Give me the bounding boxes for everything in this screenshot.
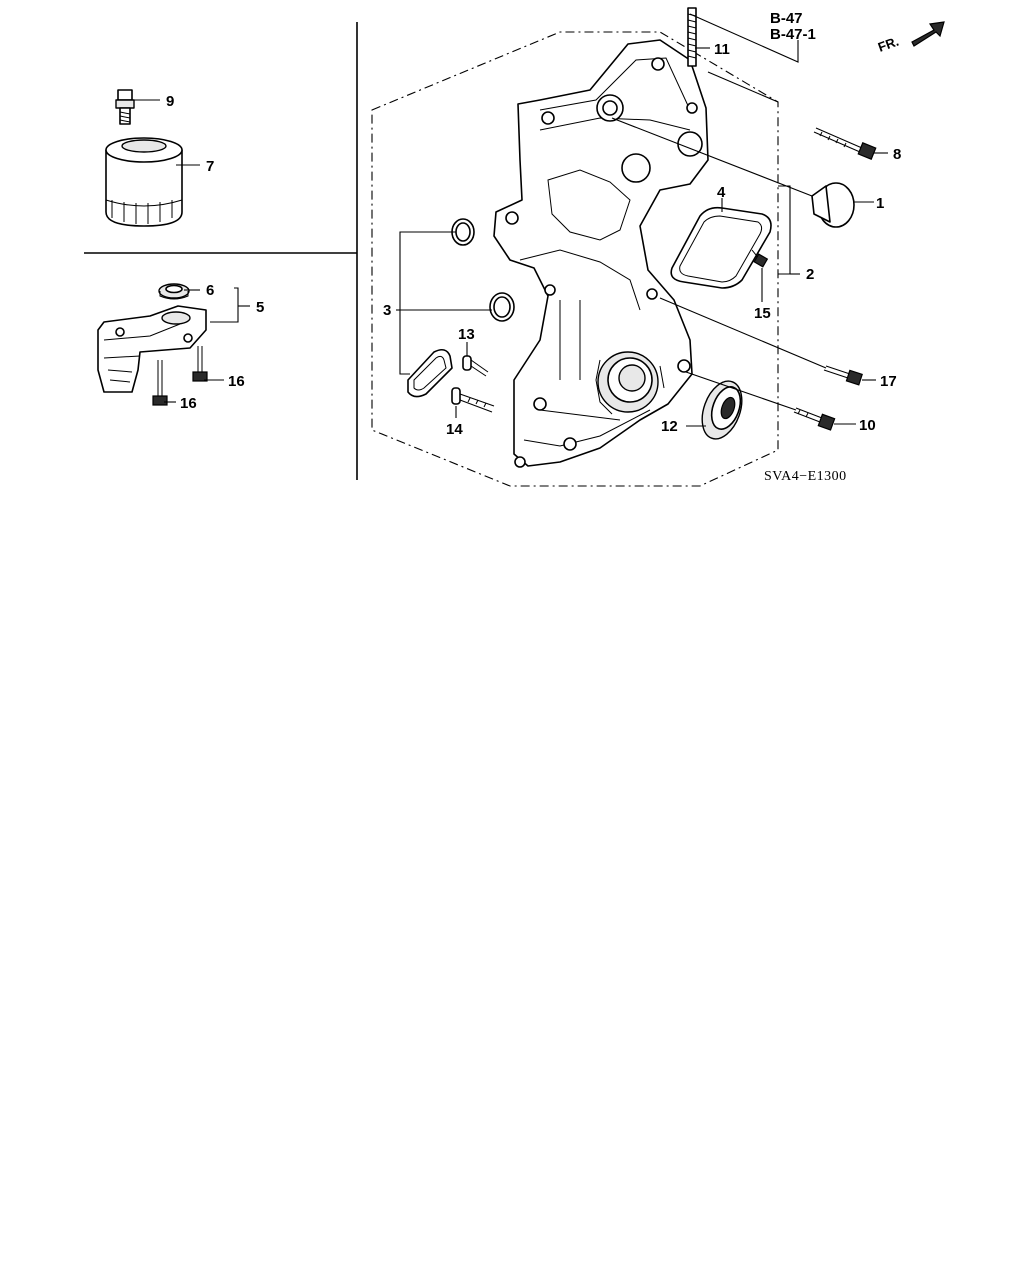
o-ring-middle-part xyxy=(489,292,515,322)
callout-16-upper: 16 xyxy=(228,373,245,390)
assembly-boundary xyxy=(371,31,779,487)
front-direction-indicator: FR. xyxy=(876,21,945,55)
bolt-15-part xyxy=(751,249,769,268)
oil-seal-part xyxy=(701,380,743,440)
callout-16-lower: 16 xyxy=(180,395,197,412)
flange-bolt-16a-part xyxy=(152,360,168,406)
callout-4: 4 xyxy=(717,184,726,201)
callout-11: 11 xyxy=(714,41,730,58)
callout-13: 13 xyxy=(458,326,475,343)
sealing-washer-part xyxy=(158,283,190,300)
callout-5: 5 xyxy=(256,299,264,316)
diagram-code: SVA4−E1300 xyxy=(764,469,847,484)
chain-case-part xyxy=(493,39,709,468)
flange-bolt-16b-part xyxy=(192,346,208,382)
callout-1: 1 xyxy=(876,195,884,212)
o-ring-upper-part xyxy=(451,218,475,246)
reference-b47-1: B-47-1 xyxy=(770,26,816,43)
filter-stud-part xyxy=(115,89,135,125)
callout-9: 9 xyxy=(166,93,174,110)
flange-bolt-17-part xyxy=(823,365,863,386)
callout-12: 12 xyxy=(661,418,678,435)
cover-gasket-part xyxy=(670,206,772,289)
callout-7: 7 xyxy=(206,158,214,175)
callout-8: 8 xyxy=(893,146,901,163)
callout-6: 6 xyxy=(206,282,214,299)
cap-part xyxy=(811,182,855,228)
direction-label: FR. xyxy=(876,34,901,55)
leader-lines xyxy=(132,13,888,427)
bolt-14-part xyxy=(451,387,495,413)
front-arrow-icon xyxy=(911,21,945,47)
callout-15: 15 xyxy=(754,305,771,322)
flange-bolt-10-part xyxy=(793,407,836,431)
callout-3: 3 xyxy=(383,302,391,319)
callout-2: 2 xyxy=(806,266,814,283)
bolt-13-part xyxy=(462,355,489,377)
callout-10: 10 xyxy=(859,417,876,434)
callout-14: 14 xyxy=(446,421,463,438)
oil-filter-part xyxy=(105,137,183,227)
callout-17: 17 xyxy=(880,373,897,390)
reference-b47: B-47 xyxy=(770,10,803,27)
flange-bolt-8-part xyxy=(813,127,877,160)
oil-pipe-assembly-part xyxy=(97,305,207,393)
oval-gasket-part xyxy=(407,348,453,398)
